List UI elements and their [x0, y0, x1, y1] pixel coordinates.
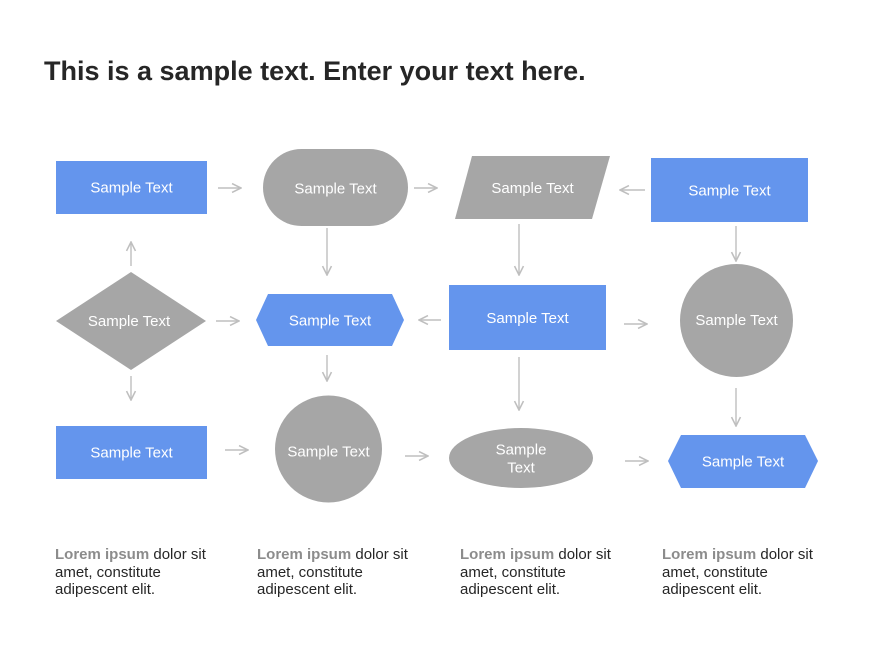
- process-box-r2c3: [449, 285, 606, 350]
- label-r1c4: Sample Text: [688, 183, 771, 200]
- label-r1c3: Sample Text: [491, 180, 574, 197]
- process-box-r3c1: [56, 426, 207, 479]
- note-2: Lorem ipsum dolor sit amet, constitute a…: [257, 546, 427, 599]
- note-4-bold: Lorem ipsum: [662, 546, 757, 563]
- preparation-hexagon-r2c2: [256, 294, 404, 346]
- label-r2c1: Sample Text: [88, 313, 171, 330]
- note-4-text: dolor sit amet, constitute adipescent el…: [662, 546, 813, 598]
- note-3-bold: Lorem ipsum: [460, 546, 555, 563]
- page-title: This is a sample text. Enter your text h…: [44, 56, 586, 86]
- connector-circle-r3c2: [275, 395, 382, 503]
- note-1-bold: Lorem ipsum: [55, 546, 150, 563]
- label-r1c2: Sample Text: [294, 181, 377, 198]
- note-2-bold: Lorem ipsum: [257, 546, 352, 563]
- label-r3c1: Sample Text: [90, 445, 173, 462]
- label-r3c3-line2: Text: [507, 460, 535, 477]
- terminal-pill-r1c2: [263, 149, 408, 226]
- preparation-hexagon-r3c4: [668, 435, 818, 488]
- label-r2c4: Sample Text: [695, 312, 778, 329]
- note-4: Lorem ipsum dolor sit amet, constitute a…: [662, 546, 832, 599]
- label-r2c2: Sample Text: [289, 313, 372, 330]
- note-2-text: dolor sit amet, constitute adipescent el…: [257, 546, 408, 598]
- label-r3c3-line1: Sample: [496, 442, 547, 459]
- label-r3c4: Sample Text: [702, 454, 785, 471]
- ellipse-r3c3: [449, 428, 593, 488]
- note-3: Lorem ipsum dolor sit amet, constitute a…: [460, 546, 630, 599]
- note-3-text: dolor sit amet, constitute adipescent el…: [460, 546, 611, 598]
- note-1: Lorem ipsum dolor sit amet, constitute a…: [55, 546, 225, 599]
- label-r3c2: Sample Text: [287, 444, 370, 461]
- connector-circle-r2c4: [680, 264, 793, 377]
- process-box-r1c1: [56, 161, 207, 214]
- label-r1c1: Sample Text: [90, 180, 173, 197]
- label-r2c3: Sample Text: [486, 310, 569, 327]
- decision-diamond-r2c1: [56, 272, 206, 370]
- data-parallelogram-r1c3: [455, 156, 610, 219]
- note-1-text: dolor sit amet, constitute adipescent el…: [55, 546, 206, 598]
- process-box-r1c4: [651, 158, 808, 222]
